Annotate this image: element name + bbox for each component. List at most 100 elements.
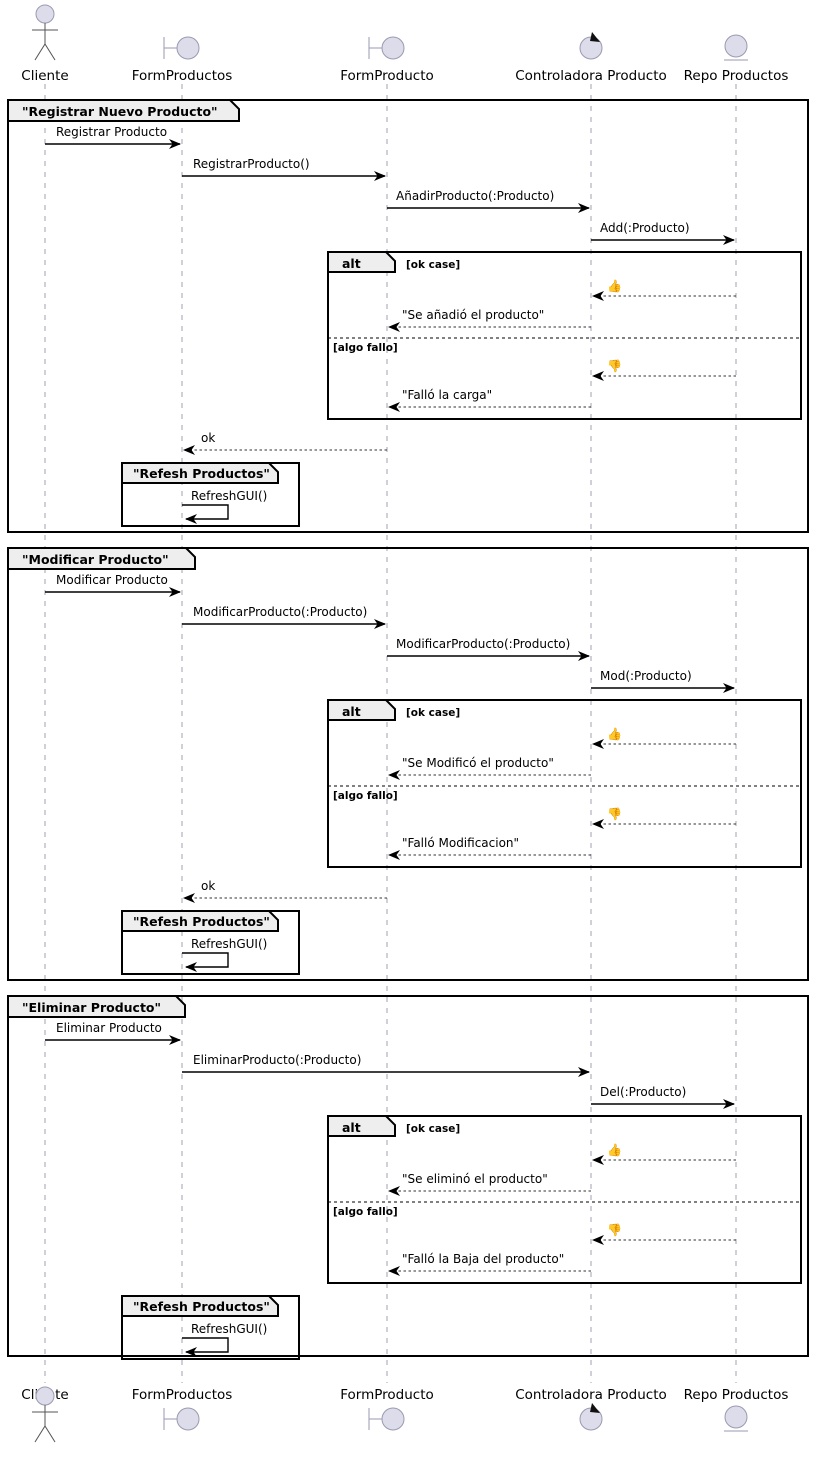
participant-bot-4: Repo Productos <box>684 1387 788 1432</box>
participant-label-1: FormProductos <box>132 68 233 84</box>
participant-heads-layer: ClienteClienteFormProductosFormProductos… <box>21 4 789 1443</box>
frame-0-return-ok-label: ok <box>201 431 215 445</box>
frame-2-border <box>7 995 809 1357</box>
entity-circle-icon <box>724 34 748 58</box>
frame-1-message-1: ModificarProducto(:Producto) <box>182 605 386 629</box>
participant-0: Cliente <box>21 4 69 84</box>
actor-head-icon <box>35 4 55 24</box>
frame-2-title: "Eliminar Producto" <box>22 1000 161 1015</box>
actor-head-icon <box>35 1386 55 1406</box>
frame-2-alt-fragment-guard-1: [algo fallo] <box>333 1206 398 1218</box>
frame-1-alt-fragment-section-1-return-1: "Falló Modificacion" <box>388 836 591 860</box>
thumbs-up-icon: 👍 <box>607 279 622 293</box>
frame-0-alt-fragment-section-1-return-1-label: "Falló la carga" <box>402 388 492 402</box>
participant-3: Controladora Producto <box>515 32 667 84</box>
frame-1-title: "Modificar Producto" <box>22 552 169 567</box>
frame-1-message-2-label: ModificarProducto(:Producto) <box>396 637 570 651</box>
frame-0-message-3-label: Add(:Producto) <box>600 221 690 235</box>
frame-0-border <box>7 99 809 533</box>
entity-circle-icon <box>724 1405 748 1429</box>
frame-2-alt-fragment-section-0-return-1: "Se eliminó el producto" <box>388 1172 591 1196</box>
participant-1: FormProductos <box>132 36 233 84</box>
frame-1-alt-fragment-section-0-return-1-label: "Se Modificó el producto" <box>402 756 554 770</box>
frame-1-return-ok-label: ok <box>201 879 215 893</box>
frame-2-label-tab <box>7 995 186 1018</box>
frame-2-alt-fragment-keyword: alt <box>342 1120 361 1135</box>
frame-1-alt-fragment-section-0-return-0: 👍 <box>592 727 736 749</box>
frame-1-refresh-fragment-label-tab <box>121 910 279 932</box>
frame-1-label-tab <box>7 547 196 570</box>
frame-0-refresh-fragment-label-tab <box>121 462 279 484</box>
frame-2-refresh-fragment-self-call: RefreshGUI() <box>182 1322 267 1357</box>
frame-1-message-2: ModificarProducto(:Producto) <box>387 637 590 661</box>
boundary-circle-icon <box>176 36 200 60</box>
frame-1-refresh-fragment-self-call-label: RefreshGUI() <box>191 937 267 951</box>
thumbs-down-icon: 👎 <box>607 359 622 373</box>
frames-layer: "Registrar Nuevo Producto" alt "Refesh Pro… <box>7 99 809 1360</box>
frame-2-alt-fragment-section-1-return-1-label: "Falló la Baja del producto" <box>402 1252 564 1266</box>
thumbs-down-icon: 👎 <box>607 1223 622 1237</box>
frame-2-message-2: Del(:Producto) <box>591 1085 735 1109</box>
frame-1-refresh-fragment: "Refesh Productos" <box>121 910 300 975</box>
participant-4: Repo Productos <box>684 34 789 84</box>
lifelines-layer <box>44 84 737 1383</box>
frame-0: "Registrar Nuevo Producto" <box>7 99 809 533</box>
frame-0-message-1-label: RegistrarProducto() <box>193 157 310 171</box>
frame-2-message-0-label: Eliminar Producto <box>56 1021 162 1035</box>
frame-1-alt-fragment: alt <box>327 699 802 868</box>
frame-1-alt-fragment-section-0-return-1: "Se Modificó el producto" <box>388 756 591 780</box>
frame-2-refresh-fragment-self-call-arrow <box>182 1337 229 1357</box>
frame-2-alt-fragment-border <box>327 1115 802 1284</box>
frame-0-message-0: Registrar Producto <box>45 125 181 149</box>
frame-0-alt-fragment-label-tab <box>327 251 396 273</box>
frame-1-alt-fragment-section-1-return-1-label: "Falló Modificacion" <box>402 836 519 850</box>
frame-2-refresh-fragment-self-call-label: RefreshGUI() <box>191 1322 267 1336</box>
frame-1-alt-fragment-guard-0: [ok case] <box>406 707 460 719</box>
participant-bot-3: Controladora Producto <box>515 1387 667 1431</box>
participant-label-4: Repo Productos <box>684 68 789 84</box>
frame-0-message-1: RegistrarProducto() <box>182 157 386 181</box>
participant-2: FormProducto <box>340 36 434 84</box>
frame-2-alt-fragment-section-0-return-0: 👍 <box>592 1143 736 1165</box>
frame-2-message-1-label: EliminarProducto(:Producto) <box>193 1053 361 1067</box>
frame-0-label-tab <box>7 99 240 122</box>
participant-label-bot-3: Controladora Producto <box>515 1387 667 1403</box>
frame-0-alt-fragment-section-1-return-1: "Falló la carga" <box>388 388 591 412</box>
frame-0-refresh-fragment-self-call-arrow <box>182 504 229 524</box>
frame-2-refresh-fragment-label-tab <box>121 1295 279 1317</box>
frame-1-message-1-label: ModificarProducto(:Producto) <box>193 605 367 619</box>
control-arrow-icon <box>590 32 600 42</box>
actor-leg-right-icon <box>44 1425 56 1443</box>
frame-0-alt-fragment-section-1-return-0: 👎 <box>592 359 736 381</box>
frame-1-message-0-label: Modificar Producto <box>56 573 168 587</box>
frame-1-return-ok: ok <box>183 879 387 903</box>
frame-0-refresh-fragment-self-call-label: RefreshGUI() <box>191 489 267 503</box>
frame-1-alt-fragment-label-tab <box>327 699 396 721</box>
frame-0-message-2-label: AñadirProducto(:Producto) <box>396 189 554 203</box>
frame-2-refresh-fragment: "Refesh Productos" <box>121 1295 300 1360</box>
frame-0-message-2: AñadirProducto(:Producto) <box>387 189 590 213</box>
participant-label-0: Cliente <box>21 68 68 84</box>
thumbs-up-icon: 👍 <box>607 727 622 741</box>
frame-1-alt-fragment-keyword: alt <box>342 704 361 719</box>
frame-1-refresh-fragment-title: "Refesh Productos" <box>133 914 270 929</box>
participant-bot-1: FormProductos <box>132 1387 232 1431</box>
frame-1-alt-fragment-section-1-return-0: 👎 <box>592 807 736 829</box>
participant-label-3: Controladora Producto <box>515 68 667 84</box>
frame-2-alt-fragment-section-1-return-1: "Falló la Baja del producto" <box>388 1252 591 1276</box>
actor-leg-right-icon <box>44 43 56 61</box>
frame-2-message-2-label: Del(:Producto) <box>600 1085 686 1099</box>
thumbs-down-icon: 👎 <box>607 807 622 821</box>
participant-label-2: FormProducto <box>340 68 434 84</box>
frame-0-message-0-label: Registrar Producto <box>56 125 167 139</box>
frame-0-alt-fragment-section-0-return-1: "Se añadió el producto" <box>388 308 591 332</box>
thumbs-up-icon: 👍 <box>607 1143 622 1157</box>
boundary-circle-icon <box>381 1407 405 1431</box>
frame-1: "Modificar Producto" <box>7 547 809 981</box>
frame-0-alt-fragment-section-0-return-1-label: "Se añadió el producto" <box>402 308 544 322</box>
frame-0-alt-fragment-guard-0: [ok case] <box>406 259 460 271</box>
frame-2-alt-fragment: alt <box>327 1115 802 1284</box>
